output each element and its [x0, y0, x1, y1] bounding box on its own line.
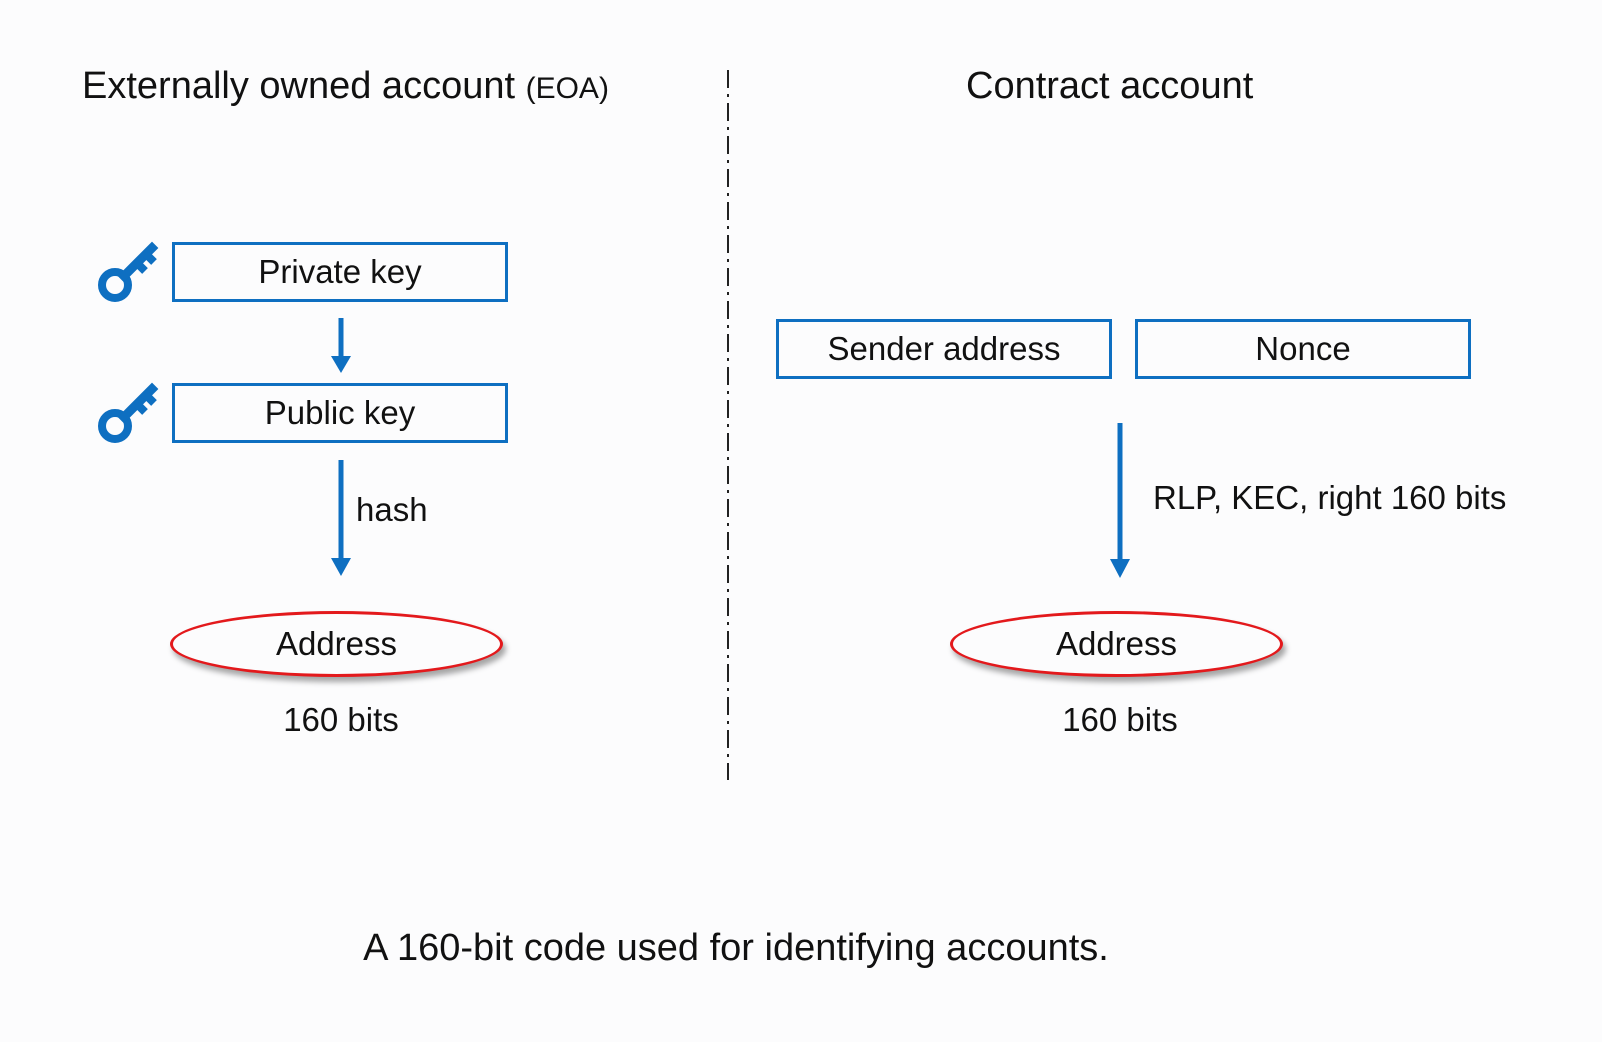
caption: A 160-bit code used for identifying acco… [363, 927, 1109, 969]
private-key-label: Private key [258, 253, 422, 290]
hash-arrow [331, 460, 351, 576]
eoa-title-main: Externally owned account [82, 65, 516, 107]
public-key-icon [98, 382, 159, 443]
eoa-title-suffix: (EOA) [525, 72, 609, 105]
nonce-label: Nonce [1255, 330, 1351, 367]
eoa-address-ellipse: Address [170, 611, 503, 677]
private-to-public-arrow [331, 318, 351, 373]
eoa-title: Externally owned account (EOA) [82, 60, 609, 115]
contract-address-ellipse: Address [950, 611, 1283, 677]
contract-bits-label: 160 bits [1062, 701, 1178, 738]
private-key-box: Private key [172, 242, 508, 302]
public-key-label: Public key [264, 394, 416, 431]
eoa-bits-label: 160 bits [283, 701, 399, 738]
contract-address-label: Address [1055, 625, 1178, 662]
sender-address-box: Sender address [776, 319, 1112, 379]
public-key-box: Public key [172, 383, 508, 443]
sender-address-label: Sender address [827, 330, 1061, 367]
nonce-box: Nonce [1135, 319, 1471, 379]
column-divider [727, 70, 729, 780]
hash-label: hash [356, 491, 428, 528]
contract-title: Contract account [966, 65, 1254, 107]
derivation-label: RLP, KEC, right 160 bits [1153, 479, 1507, 516]
eoa-address-label: Address [275, 625, 398, 662]
derivation-arrow [1110, 423, 1130, 578]
private-key-icon [98, 241, 159, 302]
